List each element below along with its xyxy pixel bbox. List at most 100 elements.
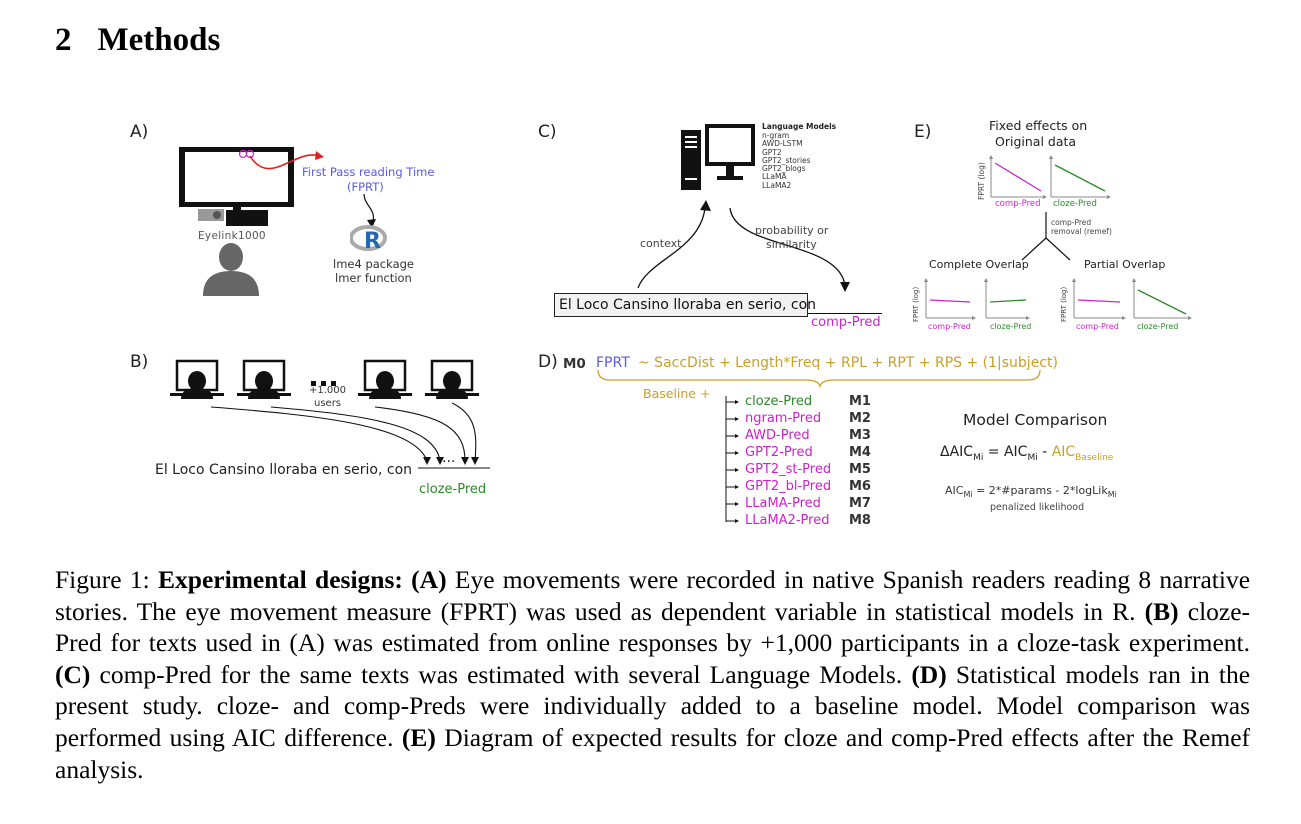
panel-e-title-line1: Fixed effects on (989, 118, 1088, 133)
caption-e-tag: (E) (401, 722, 436, 752)
eyelink-label: Eyelink1000 (198, 230, 266, 242)
panel-c-blank-line (808, 313, 882, 314)
aic2-formula: = 2*#params - 2*logLik (976, 484, 1108, 497)
panel-e-letter: E) (914, 122, 932, 142)
panel-d-letter: D) (538, 352, 558, 372)
panel-b-letter: B) (130, 352, 149, 372)
model-pred-label: cloze-Pred (745, 394, 813, 409)
delta-aic-sub: Mi (973, 452, 984, 463)
lm-item: GPT2_stories (762, 155, 811, 165)
eq-aic: = AIC (987, 444, 1028, 460)
model-pred-label: ngram-Pred (745, 411, 822, 426)
computer-icon (681, 124, 755, 190)
complete-comp-label: comp-Pred (928, 322, 971, 331)
panel-b-sentence: El Loco Cansino lloraba en serio, con (155, 462, 413, 478)
model-id: M5 (849, 462, 871, 477)
panel-c-arrows (637, 200, 850, 292)
aic2-formula-sub: Mi (1107, 490, 1117, 500)
context-label: context (640, 237, 682, 250)
svg-text:R: R (364, 229, 381, 254)
model-id: M3 (849, 428, 871, 443)
eq-aic-sub: Mi (1027, 452, 1038, 463)
model-id: M6 (849, 479, 871, 494)
original-effects-plots (989, 155, 1111, 199)
original-comp-plot (989, 155, 1047, 199)
caption-title: Experimental designs: (158, 565, 403, 594)
panel-b-ellipsis: ... (442, 450, 456, 466)
panel-a-letter: A) (130, 122, 149, 142)
removal-line2: removal (remef) (1051, 227, 1112, 236)
minus-sign: - (1042, 444, 1048, 460)
model-pred-label: GPT2_st-Pred (745, 462, 832, 477)
original-cloze-plot (1049, 155, 1111, 199)
formula-fprt: FPRT (596, 355, 630, 371)
aic-baseline: AIC (1051, 444, 1076, 460)
panel-b-cloze-pred: cloze-Pred (419, 482, 487, 497)
r-logo-icon: R (350, 225, 387, 254)
panel-c-sentence: El Loco Cansino lloraba en serio, con (559, 297, 817, 313)
section-heading: 2 Methods (55, 22, 220, 59)
lm-item: n-gram (762, 131, 790, 140)
model-row: ngram-Pred M2 (745, 411, 871, 428)
lm-item: GPT2_blogs (762, 164, 806, 174)
panel-c-comp-pred: comp-Pred (811, 315, 881, 330)
model-pred-label: LLaMA-Pred (745, 496, 821, 511)
lme4-line2: lmer function (335, 271, 412, 285)
fprt-line1: First Pass reading Time (302, 165, 435, 179)
aic2-sub: Mi (963, 490, 973, 500)
partial-comp-plot (1072, 278, 1126, 320)
partial-comp-label: comp-Pred (1076, 322, 1119, 331)
model-row: LLaMA2-Pred M8 (745, 513, 871, 530)
section-title: Methods (97, 22, 221, 58)
probability-line2: similarity (766, 238, 817, 251)
model-pred-label: LLaMA2-Pred (745, 513, 830, 528)
model-id: M8 (849, 513, 871, 528)
y-label-original: FPRT (log) (977, 162, 986, 200)
baseline-brace (597, 369, 1041, 388)
lm-item: LLaMA (762, 172, 787, 182)
complete-cloze-plot (984, 278, 1030, 320)
caption-e-text: Diagram of expected results for cloze an… (55, 722, 1251, 784)
delta-aic-equation: ΔAICMi = AICMi - AICBaseline (940, 444, 1113, 463)
partial-overlap-label: Partial Overlap (1084, 258, 1166, 271)
caption-b-tag: (B) (1144, 596, 1179, 626)
partial-overlap-plots (1072, 278, 1192, 320)
panel-e-title-line2: Original data (995, 134, 1077, 149)
model-pred-label: AWD-Pred (745, 428, 810, 443)
complete-cloze-label: cloze-Pred (990, 322, 1032, 331)
y-label-complete: FPRT (log) (912, 286, 920, 322)
caption-d-tag: (D) (911, 659, 947, 689)
y-label-partial: FPRT (log) (1060, 286, 1068, 322)
complete-comp-plot (924, 278, 976, 320)
original-cloze-label: cloze-Pred (1053, 199, 1097, 209)
caption-b-text: cloze-Pred for texts used in (A) was est… (55, 596, 1251, 658)
aic-baseline-sub: Baseline (1075, 452, 1114, 463)
eyetracker-setup-illustration (179, 147, 294, 296)
fprt-line2: (FPRT) (347, 180, 384, 194)
model-id: M2 (849, 411, 871, 426)
person-icon (219, 243, 243, 271)
user-laptop-icon (425, 359, 479, 399)
section-number: 2 (55, 22, 72, 58)
user-laptop-icon (358, 359, 412, 399)
lm-item: GPT2 (762, 147, 782, 157)
figure-caption: Figure 1: Experimental designs: (A) Eye … (55, 564, 1250, 785)
crowd-users-illustration (170, 359, 490, 469)
formula-rest: ~ SaccDist + Length*Freq + RPL + RPT + R… (638, 355, 1058, 371)
partial-cloze-plot (1132, 278, 1192, 320)
m0-label: M0 (563, 356, 586, 372)
caption-c-tag: (C) (55, 659, 91, 689)
fprt-arrow (249, 151, 376, 228)
model-tree-lines (725, 396, 739, 523)
original-comp-label: comp-Pred (995, 199, 1041, 209)
branch-lines (1021, 212, 1071, 261)
aic-formula: AICMi = 2*#params - 2*logLikMi (945, 484, 1117, 499)
caption-a-text: Eye movements were recorded in native Sp… (55, 565, 1251, 626)
baseline-label: Baseline + (643, 386, 711, 401)
probability-line1: probability or (755, 224, 829, 237)
